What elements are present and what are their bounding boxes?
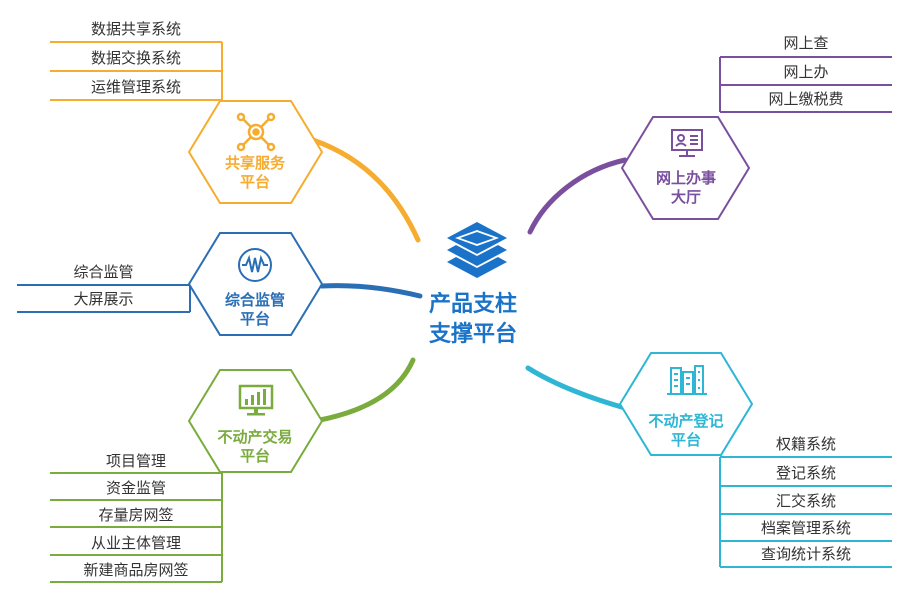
register-item: 查询统计系统 <box>760 545 851 563</box>
trade-item: 项目管理 <box>105 452 166 470</box>
share-item: 数据交换系统 <box>90 49 181 67</box>
monitor-list-lines <box>17 284 191 313</box>
connector-share <box>310 137 421 243</box>
monitor-platform-label-line1: 综合监管 <box>224 291 285 309</box>
center-title: 产品支柱 支撑平台 <box>398 290 548 350</box>
register-item: 档案管理系统 <box>760 519 851 537</box>
trade-platform-label-line2: 平台 <box>239 447 270 465</box>
monitor-item: 综合监管 <box>73 263 134 281</box>
register-platform-label-line1: 不动产登记 <box>648 412 724 430</box>
trade-platform-label: 不动产交易 平台 <box>200 428 310 466</box>
online-hall-label-line2: 大厅 <box>670 188 701 206</box>
waveform-monitor-icon <box>238 248 272 282</box>
center-title-line2: 支撑平台 <box>428 322 517 347</box>
connector-register <box>525 365 628 411</box>
share-platform-label-line2: 平台 <box>239 173 270 191</box>
connector-trade <box>317 357 416 423</box>
share-list-lines <box>50 41 223 101</box>
trade-list-lines <box>50 472 223 583</box>
hexagon-online <box>620 116 751 220</box>
register-platform-label-line2: 平台 <box>670 431 701 449</box>
center-title-line1: 产品支柱 <box>428 292 517 317</box>
online-item: 网上缴税费 <box>768 90 844 108</box>
share-platform-label-line1: 共享服务 <box>224 154 285 172</box>
monitor-platform-label-line2: 平台 <box>239 310 270 328</box>
register-item: 登记系统 <box>775 464 836 482</box>
online-hall-label-line1: 网上办事 <box>655 169 716 187</box>
trade-item: 新建商品房网签 <box>83 561 189 579</box>
share-platform-label: 共享服务 平台 <box>205 154 305 192</box>
monitor-platform-label: 综合监管 平台 <box>205 291 305 329</box>
register-item: 权籍系统 <box>775 435 836 453</box>
monitor-item: 大屏展示 <box>73 290 134 308</box>
connector-online <box>527 157 628 235</box>
online-item: 网上办 <box>783 63 829 81</box>
online-hall-label: 网上办事 大厅 <box>636 169 736 207</box>
online-list-lines <box>719 56 892 113</box>
hexagon-register <box>618 352 754 456</box>
trade-platform-label-line1: 不动产交易 <box>217 428 293 446</box>
stacked-layers-icon <box>447 222 507 278</box>
connector-monitor <box>319 283 423 299</box>
network-hub-icon <box>236 112 276 152</box>
trade-item: 存量房网签 <box>98 506 174 524</box>
online-item: 网上查 <box>783 34 829 52</box>
bar-chart-monitor-icon <box>238 384 274 416</box>
register-item: 汇交系统 <box>775 492 836 510</box>
hexagon-monitor <box>187 232 324 336</box>
trade-item: 资金监管 <box>105 479 166 497</box>
register-platform-label: 不动产登记 平台 <box>631 412 741 450</box>
share-item: 数据共享系统 <box>90 20 181 38</box>
computer-service-icon <box>671 129 703 157</box>
register-list-lines <box>719 456 892 568</box>
trade-item: 从业主体管理 <box>90 534 181 552</box>
share-item: 运维管理系统 <box>90 78 181 96</box>
buildings-icon <box>667 365 707 395</box>
